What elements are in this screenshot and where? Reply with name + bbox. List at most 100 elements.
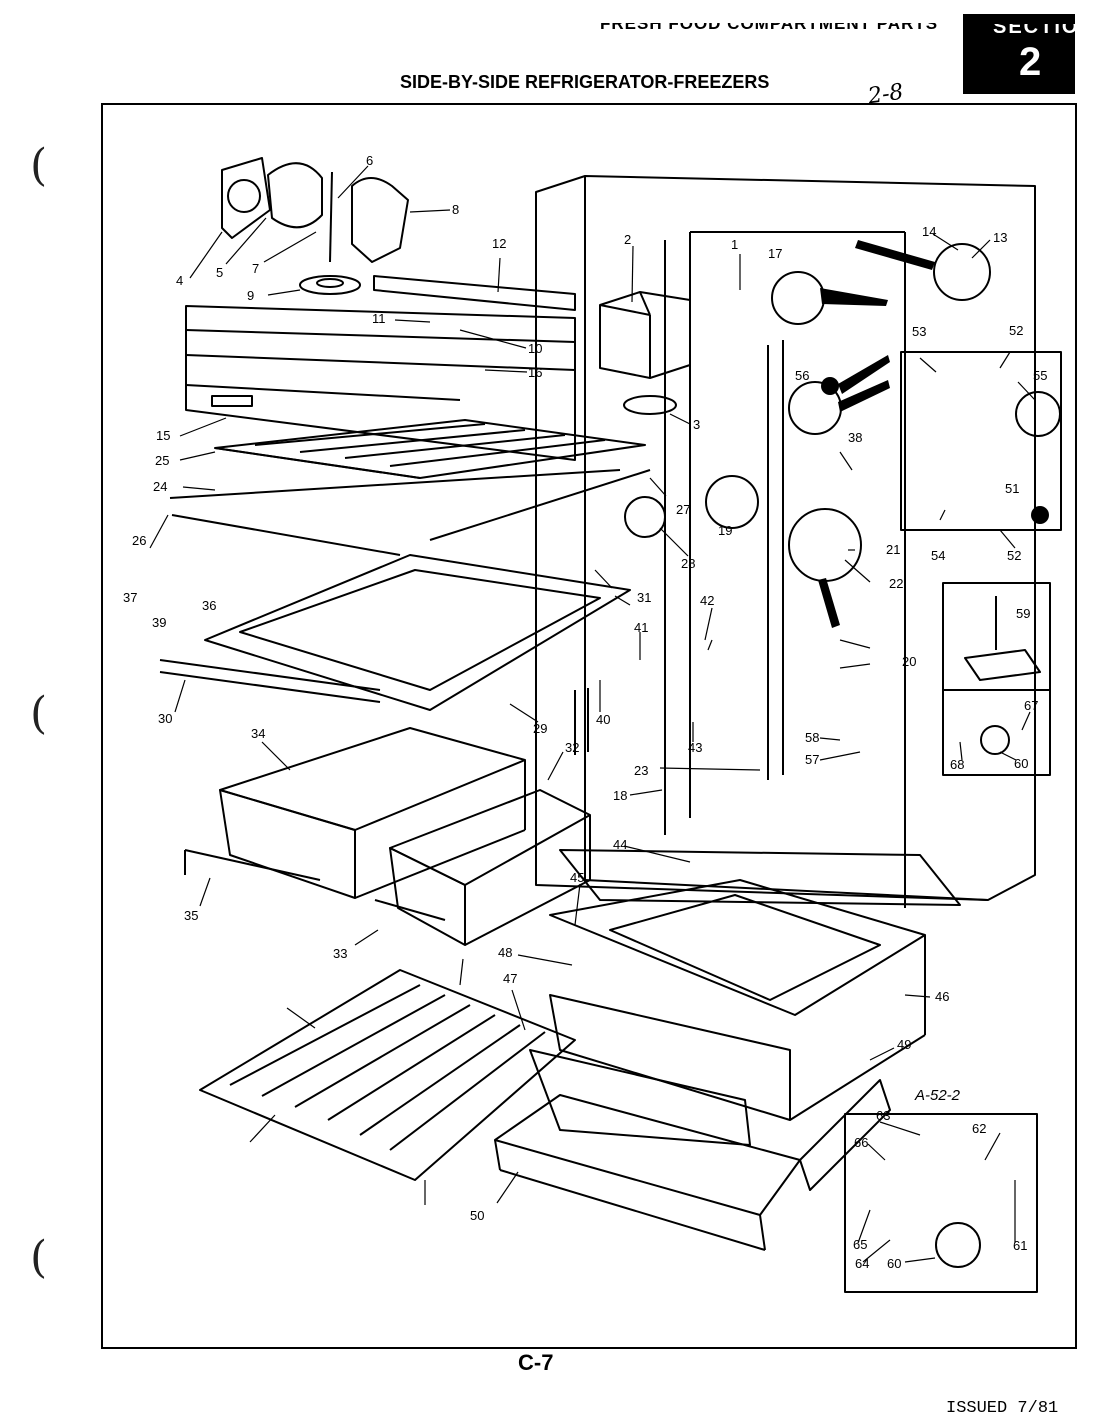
callout-58: 58 <box>805 730 819 745</box>
thermostat-box <box>599 291 691 415</box>
lower-shelf <box>199 969 576 1181</box>
callout-52b: 52 <box>1007 548 1021 563</box>
callout-59: 59 <box>1016 606 1030 621</box>
roller-60-inset <box>935 1222 981 1268</box>
callout-30: 30 <box>158 711 172 726</box>
callout-66: 66 <box>854 1135 868 1150</box>
callout-48: 48 <box>498 945 512 960</box>
callout-10: 10 <box>528 341 542 356</box>
page-code: C-7 <box>518 1350 554 1375</box>
callout-31: 31 <box>637 590 651 605</box>
callout-17: 17 <box>768 246 782 261</box>
callout-52: 52 <box>1009 323 1023 338</box>
callout-53: 53 <box>912 324 926 339</box>
callout-56: 56 <box>795 368 809 383</box>
callout-32: 32 <box>565 740 579 755</box>
binder-hole-mark: ( <box>30 688 48 739</box>
callout-61: 61 <box>1013 1238 1027 1253</box>
callout-65: 65 <box>853 1237 867 1252</box>
crisper-pans <box>184 727 591 946</box>
part-callouts: 1 2 3 4 5 6 7 8 9 10 11 12 13 14 15 16 1… <box>123 153 1047 1271</box>
issued-date: ISSUED 7/81 <box>946 1399 1059 1418</box>
control-housing <box>185 275 576 461</box>
callout-12: 12 <box>492 236 506 251</box>
callout-35: 35 <box>184 908 198 923</box>
callout-24: 24 <box>153 479 167 494</box>
inset-label: A-52-2 <box>914 1087 961 1104</box>
callout-55: 55 <box>1033 368 1047 383</box>
callout-46: 46 <box>935 989 949 1004</box>
callout-39: 39 <box>152 615 166 630</box>
callout-13: 13 <box>993 230 1007 245</box>
callout-28: 28 <box>681 556 695 571</box>
inset-box-leveling <box>942 582 1051 776</box>
callout-9: 9 <box>247 288 254 303</box>
glass-shelf <box>159 554 631 711</box>
callout-47: 47 <box>503 971 517 986</box>
callout-41: 41 <box>634 620 648 635</box>
callout-45: 45 <box>570 870 584 885</box>
roller-60 <box>980 725 1010 755</box>
section-number: 2 <box>1019 40 1042 84</box>
callout-42: 42 <box>700 593 714 608</box>
callout-14: 14 <box>922 224 936 239</box>
callout-34: 34 <box>251 726 265 741</box>
callout-18: 18 <box>613 788 627 803</box>
diagram-frame <box>101 103 1077 1349</box>
section-tab: SECTION 2 <box>963 14 1094 94</box>
callout-25: 25 <box>155 453 169 468</box>
callout-8: 8 <box>452 202 459 217</box>
inset-box-a-52-2 <box>844 1113 1038 1293</box>
callout-4: 4 <box>176 273 183 288</box>
callout-62: 62 <box>972 1121 986 1136</box>
callout-67: 67 <box>1024 698 1038 713</box>
page-title: SIDE-BY-SIDE REFRIGERATOR-FREEZERS <box>400 72 770 92</box>
callout-40: 40 <box>596 712 610 727</box>
callout-51: 51 <box>1005 481 1019 496</box>
leader-lines <box>149 165 1036 1263</box>
fan-housing-assembly <box>221 157 409 295</box>
callout-29: 29 <box>533 721 547 736</box>
section-word: SECTION <box>993 16 1096 38</box>
detail-circle-17 <box>771 271 825 325</box>
callout-63: 63 <box>876 1108 890 1123</box>
callout-16: 16 <box>528 365 542 380</box>
callout-20: 20 <box>902 654 916 669</box>
callout-43: 43 <box>688 740 702 755</box>
callout-22: 22 <box>889 576 903 591</box>
callout-27: 27 <box>676 502 690 517</box>
callout-15: 15 <box>156 428 170 443</box>
detail-circle-21 <box>788 508 862 582</box>
callout-21: 21 <box>886 542 900 557</box>
pointer-bars <box>818 240 1049 628</box>
bottom-drawer <box>494 1079 891 1251</box>
callout-54: 54 <box>931 548 945 563</box>
callout-37: 37 <box>123 590 137 605</box>
callout-49: 49 <box>897 1037 911 1052</box>
callout-38: 38 <box>848 430 862 445</box>
callout-3: 3 <box>693 417 700 432</box>
callout-57: 57 <box>805 752 819 767</box>
binder-hole-mark: ( <box>30 140 48 191</box>
detail-circle-19 <box>705 475 759 529</box>
callout-26: 26 <box>132 533 146 548</box>
callout-7: 7 <box>252 261 259 276</box>
meat-pan-drawer <box>529 879 926 1146</box>
callout-11: 11 <box>372 311 386 326</box>
callout-33: 33 <box>333 946 347 961</box>
leveling-foot <box>964 649 1041 681</box>
callout-64: 64 <box>855 1256 869 1271</box>
callout-36: 36 <box>202 598 216 613</box>
callout-19: 19 <box>718 523 732 538</box>
callout-68: 68 <box>950 757 964 772</box>
detail-circle-28 <box>624 496 666 538</box>
callout-23: 23 <box>634 763 648 778</box>
callout-2: 2 <box>624 232 631 247</box>
cabinet-liner <box>535 175 1036 908</box>
callout-60: 60 <box>1014 756 1028 771</box>
upper-shelf <box>169 419 651 556</box>
inset-box-shelf-supports <box>900 351 1062 531</box>
callout-6: 6 <box>366 153 373 168</box>
header-top-text: FRESH FOOD COMPARTMENT PARTS <box>600 14 939 33</box>
